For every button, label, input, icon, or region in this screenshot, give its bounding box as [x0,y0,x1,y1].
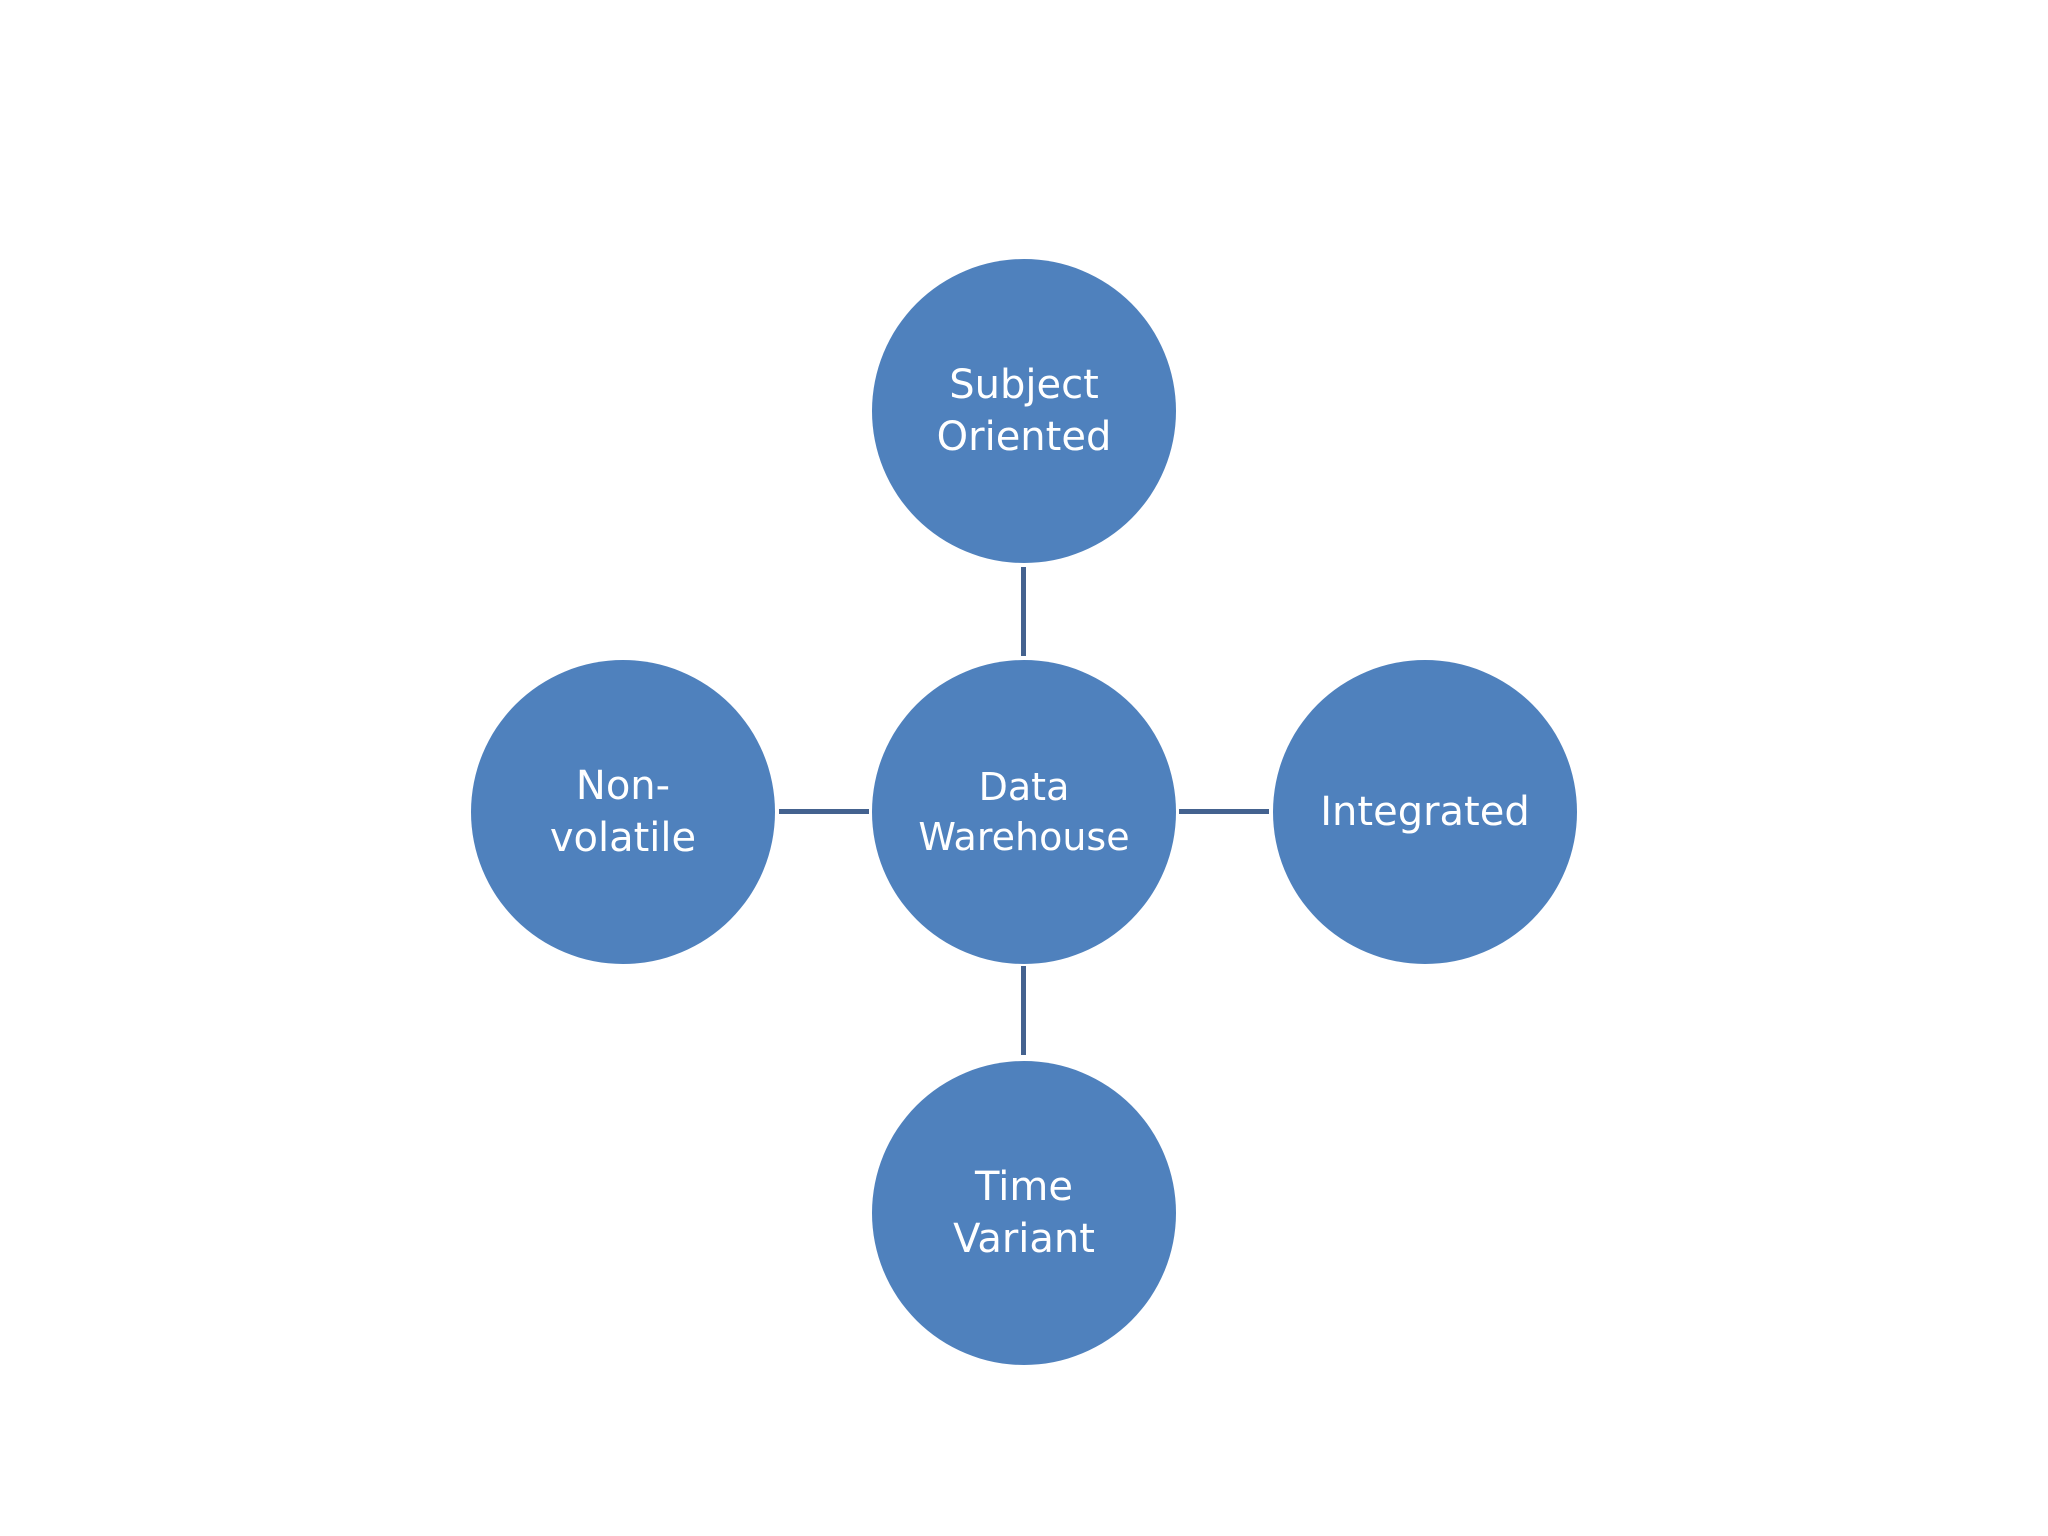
node-subject-oriented: Subject Oriented [872,259,1176,563]
connector-center-to-left [779,809,869,814]
node-time-variant-label: Time Variant [953,1164,1095,1262]
connector-center-to-bottom [1021,966,1026,1055]
node-integrated-label: Integrated [1320,789,1530,835]
node-integrated: Integrated [1273,660,1577,964]
connector-center-to-right [1179,809,1269,814]
node-non-volatile-label: Non- volatile [549,763,697,861]
node-data-warehouse: Data Warehouse [872,660,1176,964]
node-non-volatile: Non- volatile [471,660,775,964]
node-subject-oriented-label: Subject Oriented [936,362,1112,460]
node-time-variant: Time Variant [872,1061,1176,1365]
node-data-warehouse-label: Data Warehouse [918,765,1130,859]
connector-center-to-top [1021,567,1026,656]
